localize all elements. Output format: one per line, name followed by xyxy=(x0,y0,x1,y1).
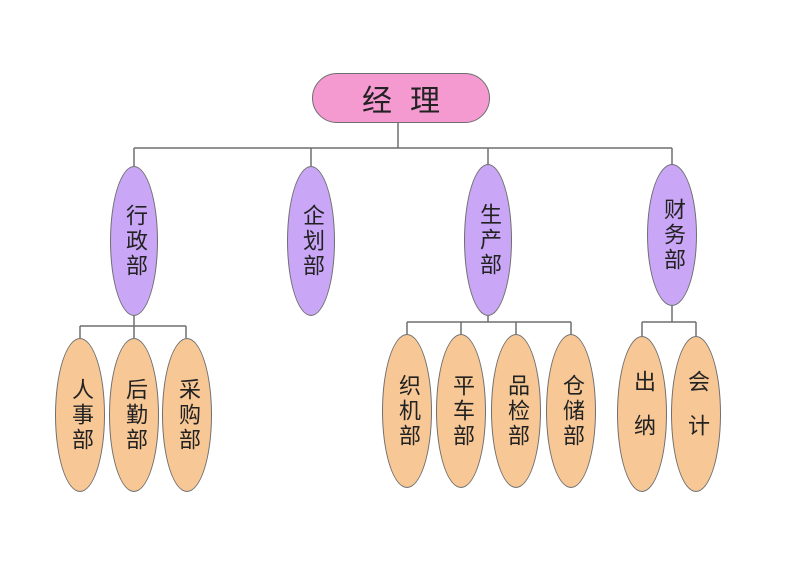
sub-node-hr: 人事部 xyxy=(55,338,105,492)
sub-label: 后勤部 xyxy=(122,377,147,453)
dept-node-admin: 行政部 xyxy=(110,166,158,316)
dept-label: 财务部 xyxy=(660,197,685,273)
sub-node-warehouse: 仓储部 xyxy=(546,334,596,488)
sub-node-purchasing: 采购部 xyxy=(162,338,212,492)
root-node-manager: 经理 xyxy=(312,73,490,123)
sub-label: 会计 xyxy=(684,370,709,458)
sub-label: 采购部 xyxy=(175,377,200,453)
sub-label: 品检部 xyxy=(504,373,529,449)
sub-label: 仓储部 xyxy=(559,373,584,449)
dept-label: 行政部 xyxy=(122,203,147,279)
sub-label: 出纳 xyxy=(630,370,655,458)
dept-node-planning: 企划部 xyxy=(287,166,335,316)
sub-label: 人事部 xyxy=(68,377,93,453)
sub-node-weaving: 织机部 xyxy=(382,334,432,488)
sub-node-flat-sewing: 平车部 xyxy=(436,334,486,488)
sub-label: 平车部 xyxy=(449,373,474,449)
sub-label: 织机部 xyxy=(395,373,420,449)
sub-node-quality-inspection: 品检部 xyxy=(491,334,541,488)
sub-node-cashier: 出纳 xyxy=(617,336,667,492)
dept-node-production: 生产部 xyxy=(464,164,512,316)
sub-node-logistics: 后勤部 xyxy=(109,338,159,492)
root-label: 经理 xyxy=(362,84,458,119)
dept-node-finance: 财务部 xyxy=(647,164,697,306)
dept-label: 生产部 xyxy=(476,202,501,278)
sub-node-accounting: 会计 xyxy=(671,336,721,492)
dept-label: 企划部 xyxy=(299,203,324,279)
